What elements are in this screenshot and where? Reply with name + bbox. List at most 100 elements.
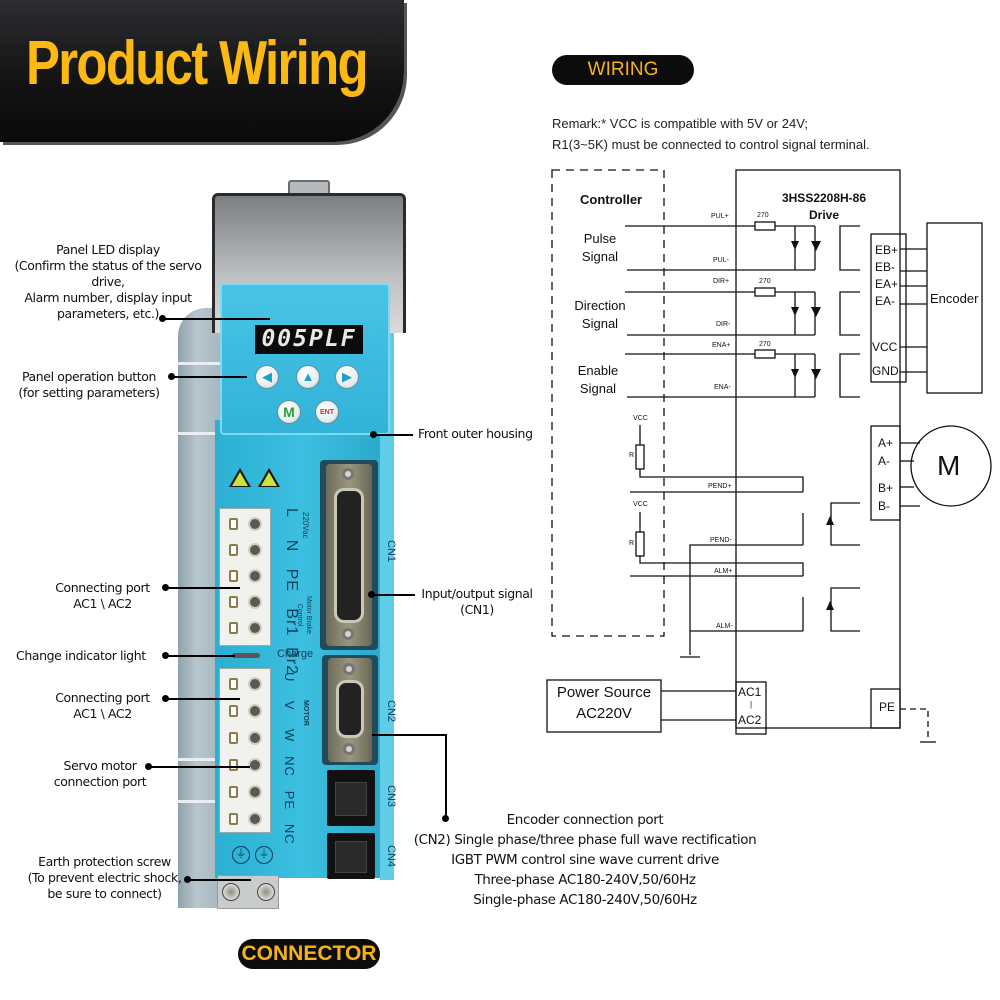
annotation-line: Encoder connection port	[506, 812, 664, 828]
terminal-screw	[248, 543, 262, 557]
triangle-left-icon: ◀	[262, 369, 272, 384]
drive-model: 3HSS2208H-86	[781, 191, 867, 205]
cn3-port[interactable]	[327, 770, 375, 826]
left-button[interactable]: ◀	[255, 365, 279, 389]
annotation-line: (CN1)	[460, 602, 494, 617]
leader-line	[371, 594, 415, 596]
leader-line	[148, 766, 250, 768]
pin-pend-pos: PEND+	[708, 483, 732, 490]
page-title: Product Wiring	[26, 29, 369, 98]
label-line: Signal	[579, 381, 617, 396]
leader-line	[165, 587, 240, 589]
heatsink-fin	[178, 758, 224, 761]
terminal-pe: PE	[879, 700, 896, 714]
encoder-pin: EB+	[875, 243, 899, 257]
enter-button[interactable]: ENT	[315, 400, 339, 424]
direction-signal-label: Direction Signal	[566, 297, 634, 333]
housing-side	[380, 290, 394, 880]
terminal-screw	[248, 621, 262, 635]
annotation-line: connection port	[53, 774, 147, 789]
annotation-line: (CN2) Single phase/three phase full wave…	[413, 832, 757, 848]
annotation-line: Earth protection screw	[38, 854, 171, 869]
heatsink-fin	[178, 362, 224, 365]
heatsink-fin	[178, 800, 224, 803]
annotation-line: Alarm number, display input	[24, 290, 192, 305]
control-panel	[220, 283, 390, 435]
wiring-section-label: WIRING	[552, 55, 694, 85]
annotation-line: AC1 \ AC2	[73, 706, 132, 721]
controller-box	[551, 169, 665, 637]
terminal-separator: |	[750, 700, 753, 709]
annotation-panel-button: Panel operation button (for setting para…	[14, 369, 164, 401]
annotation-line: Single-phase AC180-240V,50/60Hz	[473, 892, 697, 908]
leader-line	[445, 734, 447, 818]
encoder-terminal-block	[870, 233, 907, 383]
earth-screw[interactable]	[257, 883, 275, 901]
motor-terminal-block[interactable]	[219, 668, 271, 833]
power-terminal-block[interactable]	[219, 508, 271, 646]
terminal-screw	[248, 569, 262, 583]
power-source-line: AC220V	[576, 705, 632, 722]
terminal-slot	[229, 570, 238, 582]
annotation-line: Input/output signal	[421, 586, 533, 601]
triangle-up-icon: ▲	[301, 369, 315, 384]
label-line: Pulse	[583, 231, 617, 246]
input-channel	[625, 221, 860, 271]
pin-dir-neg: DIR-	[716, 321, 731, 328]
vcc-label: VCC	[633, 501, 648, 508]
encoder-title: Encoder	[930, 291, 979, 306]
heatsink-fin	[178, 432, 224, 435]
pin-ena-neg: ENA-	[714, 384, 731, 391]
terminal-slot	[229, 705, 238, 717]
pin-alm-pos: ALM+	[714, 568, 733, 575]
remark-line-2: R1(3~5K) must be connected to control si…	[552, 137, 870, 152]
enter-button-label: ENT	[320, 409, 334, 416]
warning-fill	[232, 472, 248, 486]
controller-title: Controller	[580, 192, 643, 207]
leader-line	[372, 734, 446, 736]
earth-screw[interactable]	[222, 883, 240, 901]
annotation-line: IGBT PWM control sine wave current drive	[451, 852, 719, 868]
annotation-line: Connecting port	[55, 580, 150, 595]
charge-indicator-light	[232, 653, 260, 658]
annotation-charge-light: Change indicator light	[16, 648, 146, 663]
drive-subtitle: Drive	[808, 208, 840, 222]
mode-button[interactable]: M	[277, 400, 301, 424]
motor-pin-labels: A+ A-	[878, 434, 893, 470]
terminal-slot	[229, 518, 238, 530]
cn4-port[interactable]	[327, 833, 375, 879]
annotation-line: (Confirm the status of the servo	[14, 258, 202, 273]
annotation-connecting-port-1: Connecting port AC1 \ AC2	[40, 580, 165, 612]
remark-note: Remark:* VCC is compatible with 5V or 24…	[552, 113, 870, 155]
annotation-servo-port: Servo motor connection port	[45, 758, 155, 790]
resistor-label: R	[629, 452, 635, 459]
motor-symbol-label: M	[937, 450, 961, 481]
connector-section-label: CONNECTOR	[238, 939, 380, 969]
annotation-panel-led: Panel LED display (Confirm the status of…	[4, 242, 212, 322]
annotation-line: be sure to connect)	[47, 886, 162, 901]
power-source-line: Power Source	[556, 684, 652, 701]
pin-alm-neg: ALM-	[716, 623, 733, 630]
charge-label: Charge	[277, 648, 314, 660]
motor-pin-labels: B+ B-	[878, 479, 893, 515]
cn1-socket	[334, 488, 364, 623]
annotation-front-housing: Front outer housing	[418, 426, 533, 441]
vcc-label: VCC	[633, 415, 648, 422]
ground-symbol-icon: ⏚	[232, 846, 250, 864]
encoder-pin: EA-	[875, 294, 896, 308]
up-button[interactable]: ▲	[296, 365, 320, 389]
annotation-line: Connecting port	[55, 690, 150, 705]
right-button[interactable]: ▶	[335, 365, 359, 389]
motor-pin: B+	[878, 481, 894, 495]
pin-ena-pos: ENA+	[712, 342, 731, 349]
annotation-line: Panel LED display	[56, 242, 160, 257]
cn1-nut	[342, 468, 354, 480]
terminal-screw	[248, 731, 262, 745]
mode-button-label: M	[283, 404, 295, 420]
annotation-line: Panel operation button	[21, 369, 157, 384]
cn1-nut	[342, 628, 354, 640]
motor-pin: B-	[878, 499, 890, 513]
terminal-ac1: AC1	[738, 685, 762, 699]
terminal-slot	[229, 732, 238, 744]
annotation-encoder-port: Encoder connection port (CN2) Single pha…	[405, 810, 765, 910]
